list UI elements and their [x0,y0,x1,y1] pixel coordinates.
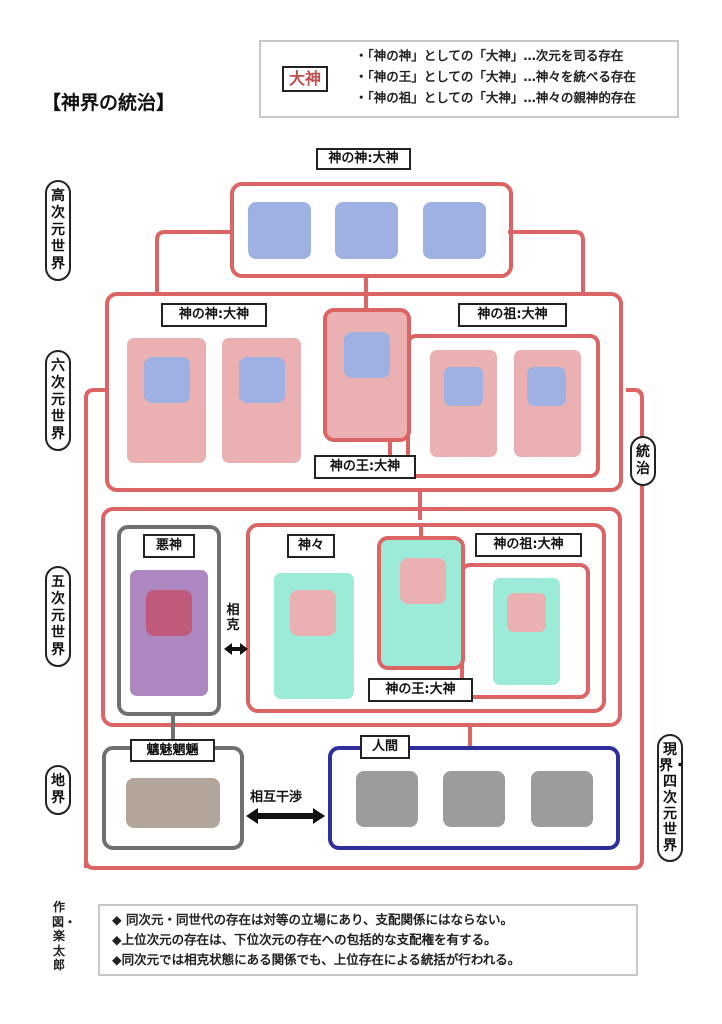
legend-box [259,40,679,118]
tag-gods: 神々 [287,534,335,558]
tag-five-ancestor: 神の祖:大神 [475,533,582,557]
conflict-label: 相克 [226,603,240,633]
credit: 作図・楽太郎 [52,900,77,972]
tag-six-ancestor: 神の祖:大神 [458,303,567,327]
god-of-gods-block [344,332,390,378]
notes-box [98,904,638,976]
governance-frame-left [84,388,106,868]
level-real-world: 現界・四次元世界 [657,734,687,862]
great-god-core [507,593,546,632]
governance-label: 統治 [630,436,656,486]
gods-box [246,523,606,713]
god-of-gods-block [444,367,483,406]
tag-six-god-of-gods: 神の神:大神 [161,303,267,327]
tag-top-god-of-gods: 神の神:大神 [316,148,411,170]
evil-god-core [146,590,192,636]
interference-arrow [246,808,325,824]
god-of-gods-block [423,202,486,259]
level-high-dimension: 高次元世界 [45,180,71,281]
legend-line: ・「神の神」としての「大神」…次元を司る存在 [355,48,624,63]
great-god-core [290,590,336,636]
god-of-gods-block [527,367,566,406]
human-block [356,771,418,827]
god-of-gods-block [335,202,398,259]
sixth-dimension-box [105,292,623,492]
interference-label: 相互干渉 [250,790,303,805]
page-title: 【神界の統治】 [42,92,176,114]
note-line: ◆上位次元の存在は、下位次元の存在への包括的な支配権を有する。 [112,932,497,947]
great-god-core [400,558,446,604]
human-block [443,771,505,827]
top-god-of-gods-box [230,182,513,278]
level-earth: 地界 [45,765,71,815]
legend-line: ・「神の祖」としての「大神」…神々の親神的存在 [355,90,636,105]
legend-line: ・「神の王」としての「大神」…神々を統べる存在 [355,69,636,84]
governance-frame-right [84,388,644,870]
human-block [531,771,593,827]
notes: ◆ 同次元・同世代の存在は対等の立場にあり、支配関係にはならない。 ◆上位次元の… [112,910,520,970]
god-of-gods-block [144,357,190,403]
tag-humans: 人間 [360,735,410,759]
tag-five-king: 神の王:大神 [368,678,473,702]
conflict-arrow [224,643,248,655]
top-connector-right [508,230,585,294]
level-sixth-dimension: 六次元世界 [45,350,71,451]
god-of-gods-block [248,202,311,259]
tag-six-king: 神の王:大神 [314,455,416,479]
level-fifth-dimension: 五次元世界 [45,566,71,667]
note-line: ◆ 同次元・同世代の存在は対等の立場にあり、支配関係にはならない。 [112,912,513,927]
tag-evil-gods: 悪神 [143,534,195,558]
tag-spirits: 魑魅魍魎 [130,739,215,762]
fifth-dimension-box [101,507,622,727]
god-of-gods-block [239,357,285,403]
legend-key: 大神 [282,66,328,92]
top-connector-left [155,230,232,294]
spirit-block [126,778,220,828]
note-line: ◆同次元では相克状態にある関係でも、上位存在による統括が行われる。 [112,952,521,967]
legend-lines: ・「神の神」としての「大神」…次元を司る存在 ・「神の王」としての「大神」…神々… [355,45,636,108]
